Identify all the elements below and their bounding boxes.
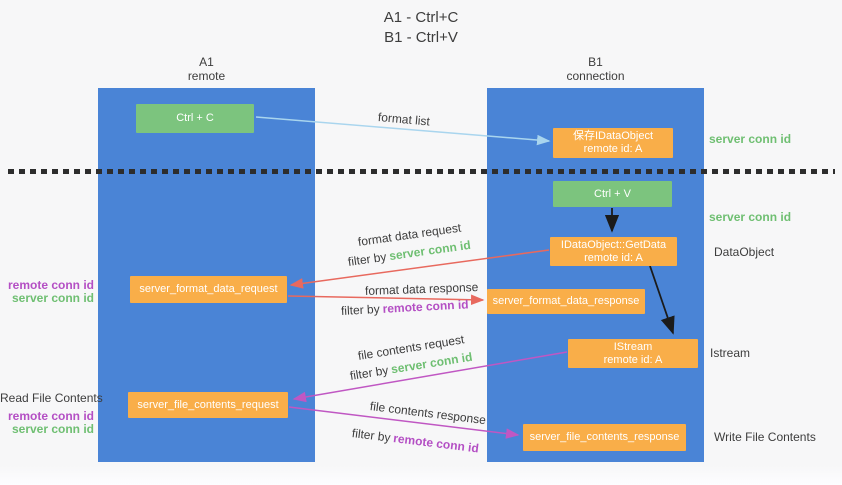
format-list-label: format list <box>377 110 431 129</box>
session-divider-dotted-line <box>8 169 835 174</box>
server-conn-id-label-format: server conn id <box>11 291 94 305</box>
remote-conn-id-text: remote conn id <box>392 431 480 456</box>
server-file-contents-response-label: server_file_contents_response <box>529 431 680 443</box>
filter-by-text: filter by <box>351 426 392 445</box>
getdata-line2: remote id: A <box>584 251 643 264</box>
column-b1-name: B1 <box>588 55 603 69</box>
server-file-contents-request-label: server_file_contents_request <box>137 398 279 411</box>
dataobject-label: DataObject <box>714 245 775 259</box>
filter-by-remote-conn-id-label-file: filter byremote conn id <box>351 426 479 455</box>
server-format-data-request-label: server_format_data_request <box>139 283 278 295</box>
file-contents-response-label: file contents response <box>369 399 487 428</box>
format-data-response-label: format data response <box>364 280 479 298</box>
column-b1-role: connection <box>566 69 625 83</box>
remote-conn-id-label-format: remote conn id <box>7 278 94 292</box>
server-conn-id-label-top: server conn id <box>709 132 792 146</box>
read-file-contents-label: Read File Contents <box>0 391 103 405</box>
server-conn-id-label-mid: server conn id <box>709 210 792 224</box>
istream-side-label: Istream <box>710 346 751 360</box>
ctrl-v-node: Ctrl + V <box>553 181 672 207</box>
ctrl-v-label: Ctrl + V <box>594 187 631 200</box>
title-line-ctrl-c: A1 - Ctrl+C <box>383 9 459 26</box>
column-a1-role: remote <box>187 69 226 83</box>
write-file-contents-label: Write File Contents <box>714 430 816 444</box>
ctrl-c-node: Ctrl + C <box>136 104 254 133</box>
getdata-line1: IDataObject::GetData <box>560 238 667 251</box>
server-file-contents-request-node: server_file_contents_request <box>128 392 288 418</box>
remote-conn-id-label-file: remote conn id <box>7 409 94 423</box>
filter-by-text: filter by <box>347 249 388 269</box>
istream-line1: IStream <box>613 340 653 353</box>
column-a1-name: A1 <box>199 55 214 69</box>
remote-conn-id-text: remote conn id <box>382 297 469 316</box>
server-format-data-response-node: server_format_data_response <box>487 289 645 314</box>
column-header-b1: B1 connection <box>487 55 704 83</box>
idataobject-getdata-node: IDataObject::GetData remote id: A <box>550 237 677 266</box>
save-idataobject-line1: 保存IDataObject <box>572 130 654 142</box>
diagram-title: A1 - Ctrl+C B1 - Ctrl+V <box>300 8 542 48</box>
filter-by-text: filter by <box>348 363 390 383</box>
server-conn-id-label-file: server conn id <box>11 422 94 436</box>
server-file-contents-response-node: server_file_contents_response <box>523 424 686 451</box>
column-header-a1: A1 remote <box>98 55 315 83</box>
istream-node: IStream remote id: A <box>568 339 698 368</box>
filter-by-text: filter by <box>340 301 381 318</box>
title-line-ctrl-v: B1 - Ctrl+V <box>384 29 458 46</box>
save-idataobject-node: 保存IDataObject remote id: A <box>553 128 673 158</box>
istream-line2: remote id: A <box>603 353 663 366</box>
server-format-data-response-label: server_format_data_response <box>492 295 640 307</box>
ctrl-c-label: Ctrl + C <box>176 112 214 124</box>
save-idataobject-line2: remote id: A <box>583 143 643 155</box>
server-format-data-request-node: server_format_data_request <box>130 276 287 303</box>
